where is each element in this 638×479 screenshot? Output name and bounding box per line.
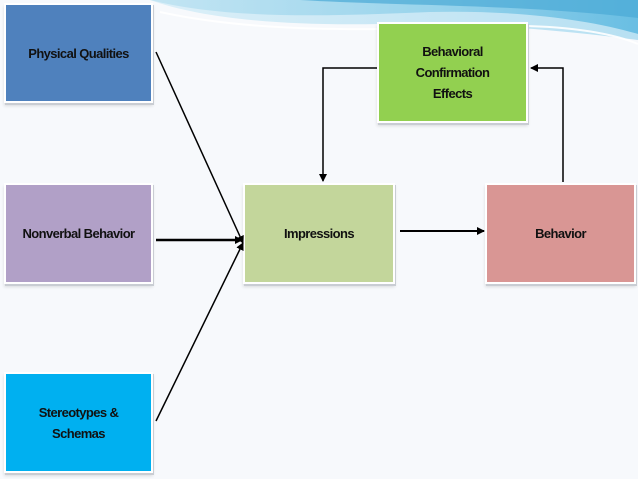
stereotypes-schemas-label: Stereotypes & Schemas [38,404,119,441]
physical-qualities-box: Physical Qualities [4,3,153,103]
behavior-box: Behavior [485,183,636,284]
nonverbal-behavior-box: Nonverbal Behavior [4,183,153,284]
behavioral-confirmation-label-line1: Behavioral Confirmation [415,44,490,80]
nonverbal-behavior-label: Nonverbal Behavior [22,226,135,241]
stereotypes-schemas-box: Stereotypes & Schemas [4,372,153,473]
behavioral-confirmation-label-line2: Effects [432,86,473,101]
behavior-label: Behavior [535,226,586,241]
impressions-label: Impressions [284,226,355,241]
behavioral-confirmation-effects-box: Behavioral Confirmation Effects [377,22,528,123]
physical-qualities-label: Physical Qualities [28,45,129,61]
impressions-box: Impressions [243,183,395,284]
